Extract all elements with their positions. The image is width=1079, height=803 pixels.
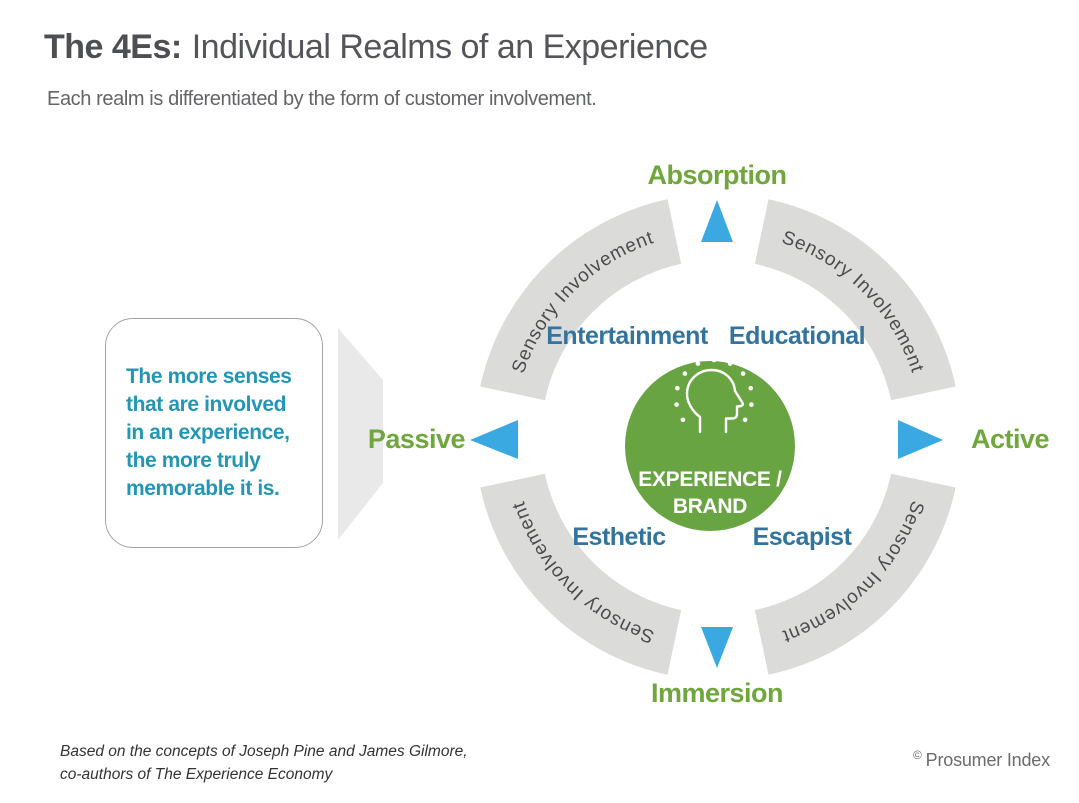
copyright-text: Prosumer Index <box>925 750 1050 770</box>
callout-text: The more senses that are involved in an … <box>126 365 292 500</box>
experience-wheel-diagram: Sensory Involvement Sensory Involvement … <box>368 160 1050 708</box>
ring-segment-bottom-right <box>754 473 956 675</box>
center-label-line2: BRAND <box>673 495 747 518</box>
callout-pointer-shape <box>338 328 383 540</box>
page-title: The 4Es:Individual Realms of an Experien… <box>44 28 708 67</box>
arrow-up-icon <box>701 200 733 242</box>
copyright-icon: © <box>913 748 922 762</box>
arrow-right-icon <box>898 420 943 459</box>
head-idea-icon <box>674 357 754 434</box>
ring-segment-top-left <box>480 199 682 401</box>
center-label-line1: EXPERIENCE / <box>638 468 782 491</box>
credit-line-2: co-authors of The Experience Economy <box>60 766 333 784</box>
axis-label-immersion: Immersion <box>651 678 783 708</box>
quadrant-label-esthetic: Esthetic <box>572 523 666 551</box>
ring-segment-top-right <box>754 199 956 401</box>
page-title-emphasis: The 4Es: <box>44 28 182 66</box>
copyright-note: ©Prosumer Index <box>913 748 1050 771</box>
ring-segment-bottom-left <box>480 473 682 675</box>
axis-label-absorption: Absorption <box>648 160 787 190</box>
callout-pointer <box>338 328 383 540</box>
page-subtitle: Each realm is differentiated by the form… <box>47 88 597 110</box>
arrow-left-icon <box>470 420 518 459</box>
axis-label-passive: Passive <box>368 424 465 454</box>
quadrant-label-escapist: Escapist <box>753 523 853 551</box>
arrow-down-icon <box>701 627 733 668</box>
credit-note: Based on the concepts of Joseph Pine and… <box>60 740 468 787</box>
axis-label-active: Active <box>971 424 1050 454</box>
quadrant-label-entertainment: Entertainment <box>546 322 709 350</box>
page-title-rest: Individual Realms of an Experience <box>191 28 708 66</box>
quadrant-label-educational: Educational <box>729 322 865 350</box>
callout-box: The more senses that are involved in an … <box>105 318 323 548</box>
credit-line-1: Based on the concepts of Joseph Pine and… <box>60 743 468 760</box>
